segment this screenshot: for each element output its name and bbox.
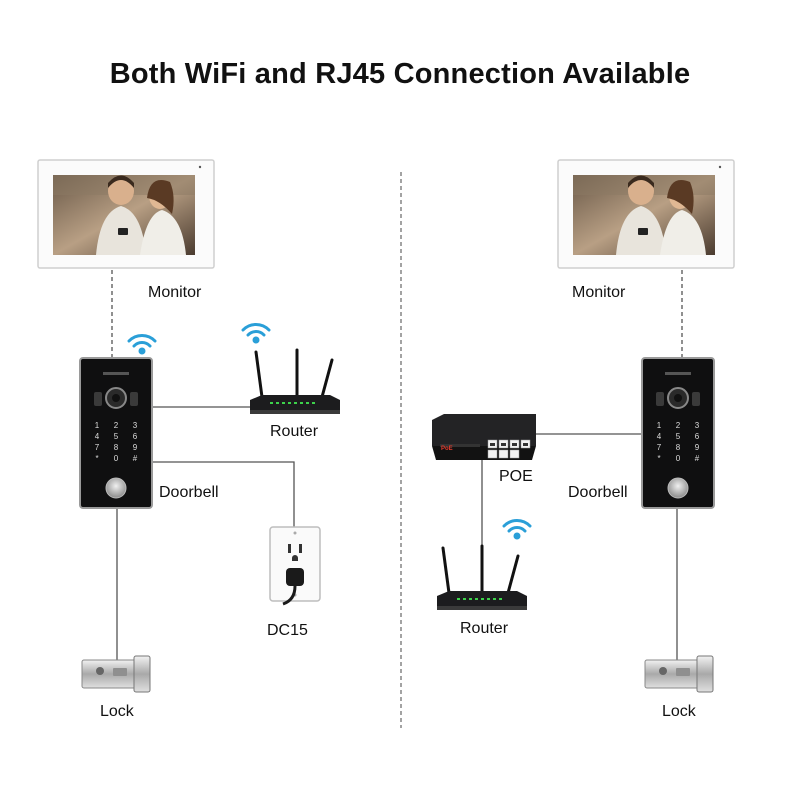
keypad-key: 8 [114,443,119,452]
left-router [250,348,340,414]
left-power-outlet [269,526,321,606]
keypad-key: 5 [676,432,681,441]
left-doorbell-label: Doorbell [159,484,219,501]
keypad-key: 9 [695,443,700,452]
keypad-key: 8 [676,443,681,452]
right-monitor-label: Monitor [572,284,626,301]
right-router-label: Router [460,620,509,637]
keypad-key: 7 [657,443,662,452]
right-doorbell: 1 2 3 4 5 6 7 8 9 * 0 # [641,357,715,509]
keypad-key: 1 [657,421,662,430]
keypad-key: # [133,454,138,463]
right-router-wifi-icon [502,518,532,541]
left-power-label: DC15 [267,622,308,639]
keypad-key: # [695,454,700,463]
left-connections [111,270,295,660]
right-poe-label: POE [499,468,533,485]
left-lock [81,655,151,693]
left-lock-label: Lock [100,703,134,720]
poe-switch: PoE [432,414,536,460]
left-monitor-label: Monitor [148,284,202,301]
right-monitor [557,159,735,269]
right-lock-label: Lock [662,703,696,720]
left-router-wifi-icon [241,322,271,345]
keypad-key: 5 [114,432,119,441]
right-lock [644,655,714,693]
keypad-key: * [657,454,660,463]
keypad-key: 0 [114,454,119,463]
keypad-key: 4 [657,432,662,441]
diagram-title: Both WiFi and RJ45 Connection Available [109,58,691,90]
keypad-key: 6 [133,432,138,441]
keypad-key: * [95,454,98,463]
keypad-key: 7 [95,443,100,452]
left-doorbell-wifi-icon [127,333,157,356]
keypad-key: 2 [676,421,681,430]
keypad-key: 0 [676,454,681,463]
keypad-key: 2 [114,421,119,430]
keypad-key: 3 [133,421,138,430]
keypad-key: 9 [133,443,138,452]
keypad-key: 1 [95,421,100,430]
right-doorbell-label: Doorbell [568,484,628,501]
keypad-key: 4 [95,432,100,441]
left-monitor [37,159,215,269]
keypad-key: 6 [695,432,700,441]
poe-badge: PoE [441,446,453,452]
left-doorbell: 1 2 3 4 5 6 7 8 9 * 0 # [79,357,153,509]
left-router-label: Router [270,423,319,440]
right-router [437,544,527,610]
keypad-key: 3 [695,421,700,430]
